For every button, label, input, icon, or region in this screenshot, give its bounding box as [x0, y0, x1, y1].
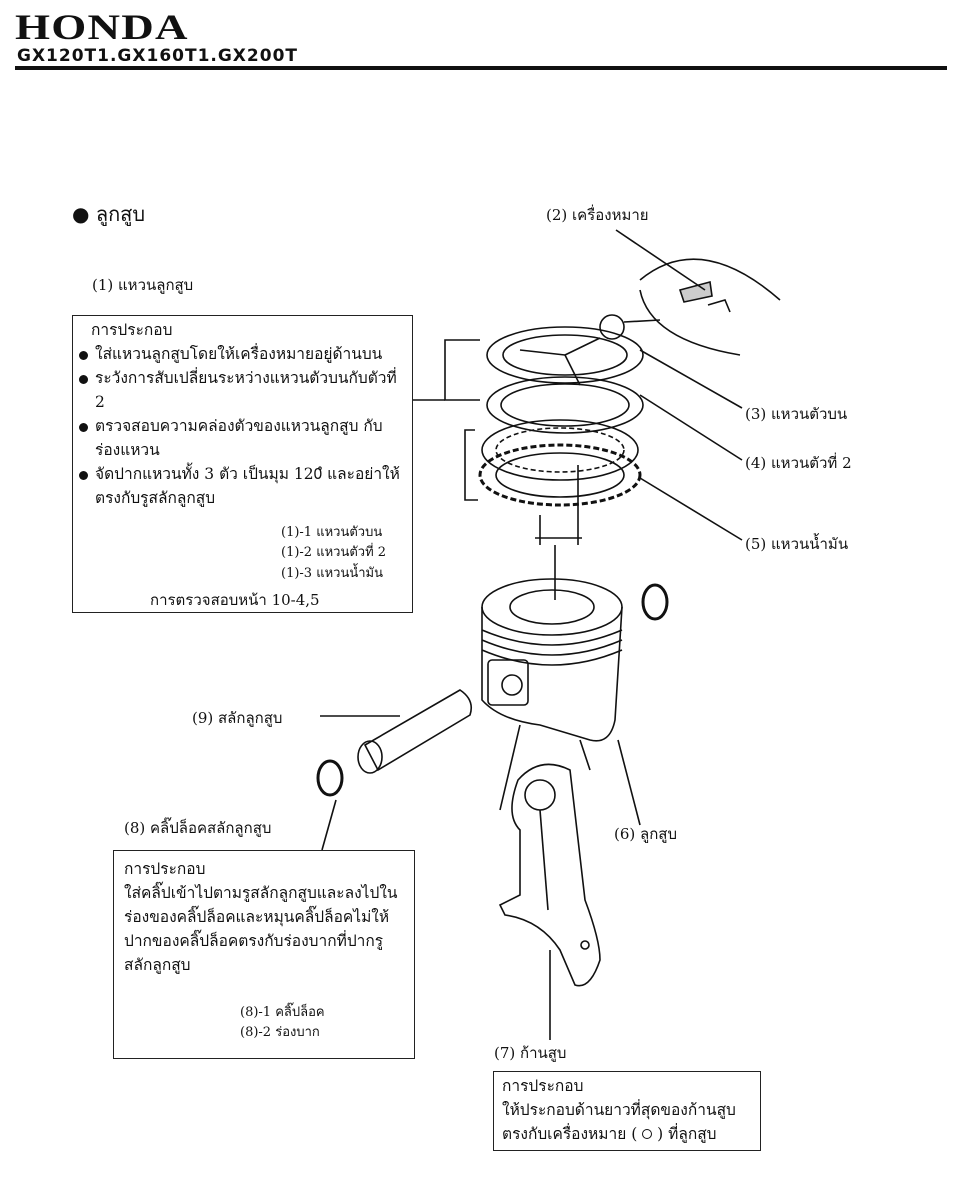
- label-rings: (1) แหวนลูกสูบ: [92, 276, 194, 294]
- note-text: ให้ประกอบด้านยาวที่สุดของก้านสูบ: [502, 1101, 736, 1119]
- label-clip: (8) คลิ๊ปล็อคสลักลูกสูบ: [124, 819, 272, 837]
- clip-diagram-label: (8)-1 คลิ๊ปล็อค: [240, 1005, 325, 1020]
- top-ring: [486, 326, 644, 384]
- note-text: ใส่คลิ๊ปเข้าไปตามรูสลักลูกสูบและลงไปในร่…: [124, 884, 398, 974]
- label-pin: (9) สลักลูกสูบ: [192, 709, 283, 727]
- label-mark: (2) เครื่องหมาย: [546, 206, 649, 224]
- connecting-rod: [498, 763, 601, 987]
- label-second-ring: (4) แหวนตัวที่ 2: [745, 454, 852, 472]
- second-ring: [486, 376, 644, 434]
- circle-mark-icon: [642, 1129, 653, 1139]
- note-heading: การประกอบ: [124, 860, 206, 878]
- clip-diagram-label: (8)-2 ร่องบาก: [240, 1025, 320, 1040]
- bullet-icon: ●: [72, 202, 96, 226]
- note-heading: การประกอบ: [502, 1077, 584, 1095]
- ring-diagram-label: (1)-2 แหวนตัวที่ 2: [281, 545, 387, 560]
- piston-pin: [363, 689, 473, 772]
- section-title: ● ลูกสูบ: [72, 198, 145, 230]
- oil-ring-lower: [478, 443, 642, 507]
- ring-diagram-label: (1)-1 แหวนตัวบน: [281, 525, 383, 540]
- model-numbers: GX120T1.GX160T1.GX200T: [17, 46, 299, 66]
- oil-ring-upper: [481, 419, 639, 481]
- label-rod: (7) ก้านสูบ: [494, 1044, 567, 1062]
- ring-assembly-note: การประกอบ ใส่แหวนลูกสูบโดยให้เครื่องหมาย…: [72, 315, 413, 613]
- ring-diagram-label: (1)-3 แหวนน้ำมัน: [281, 566, 383, 581]
- section-title-text: ลูกสูบ: [95, 202, 146, 226]
- inset-arc-lower: [639, 289, 741, 356]
- inspection-reference: การตรวจสอบหน้า 10-4,5: [150, 591, 320, 609]
- note-text: ตรงกับเครื่องหมาย (: [502, 1125, 638, 1143]
- note-bullet: ใส่แหวนลูกสูบโดยให้เครื่องหมายอยู่ด้านบน: [77, 342, 404, 366]
- note-text: ) ที่ลูกสูบ: [657, 1125, 717, 1143]
- header-divider: [15, 66, 947, 70]
- label-top-ring: (3) แหวนตัวบน: [745, 405, 848, 423]
- note-bullet: ตรวจสอบความคล่องตัวของแหวนลูกสูบ กับร่อง…: [77, 414, 404, 462]
- note-text-line2: ตรงกับเครื่องหมาย ( ) ที่ลูกสูบ: [502, 1122, 754, 1146]
- note-bullet: จัดปากแหวนทั้ง 3 ตัว เป็นมุม 120ํ และอย่…: [77, 462, 404, 510]
- label-oil-ring: (5) แหวนน้ำมัน: [745, 535, 849, 553]
- inset-arc: [639, 258, 781, 301]
- clip-assembly-note: การประกอบ ใส่คลิ๊ปเข้าไปตามรูสลักลูกสูบแ…: [113, 850, 415, 1059]
- note-heading: การประกอบ: [91, 321, 173, 339]
- label-piston: (6) ลูกสูบ: [614, 825, 677, 843]
- note-bullet: ระวังการสับเปลี่ยนระหว่างแหวนตัวบนกับตัว…: [77, 366, 404, 414]
- honda-logo: HONDA: [15, 7, 189, 47]
- piston-crown: [481, 578, 623, 636]
- rod-assembly-note: การประกอบ ให้ประกอบด้านยาวที่สุดของก้านส…: [493, 1071, 761, 1151]
